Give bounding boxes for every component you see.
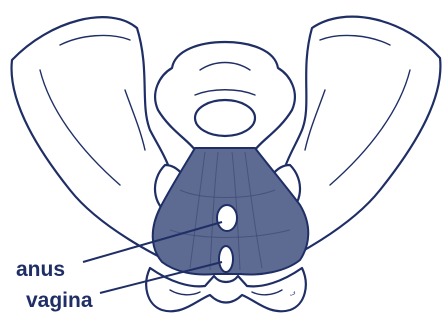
anus-opening [217, 205, 237, 231]
anus-label: anus [16, 258, 65, 281]
vagina-opening [219, 246, 233, 272]
vagina-label: vagina [26, 289, 93, 312]
